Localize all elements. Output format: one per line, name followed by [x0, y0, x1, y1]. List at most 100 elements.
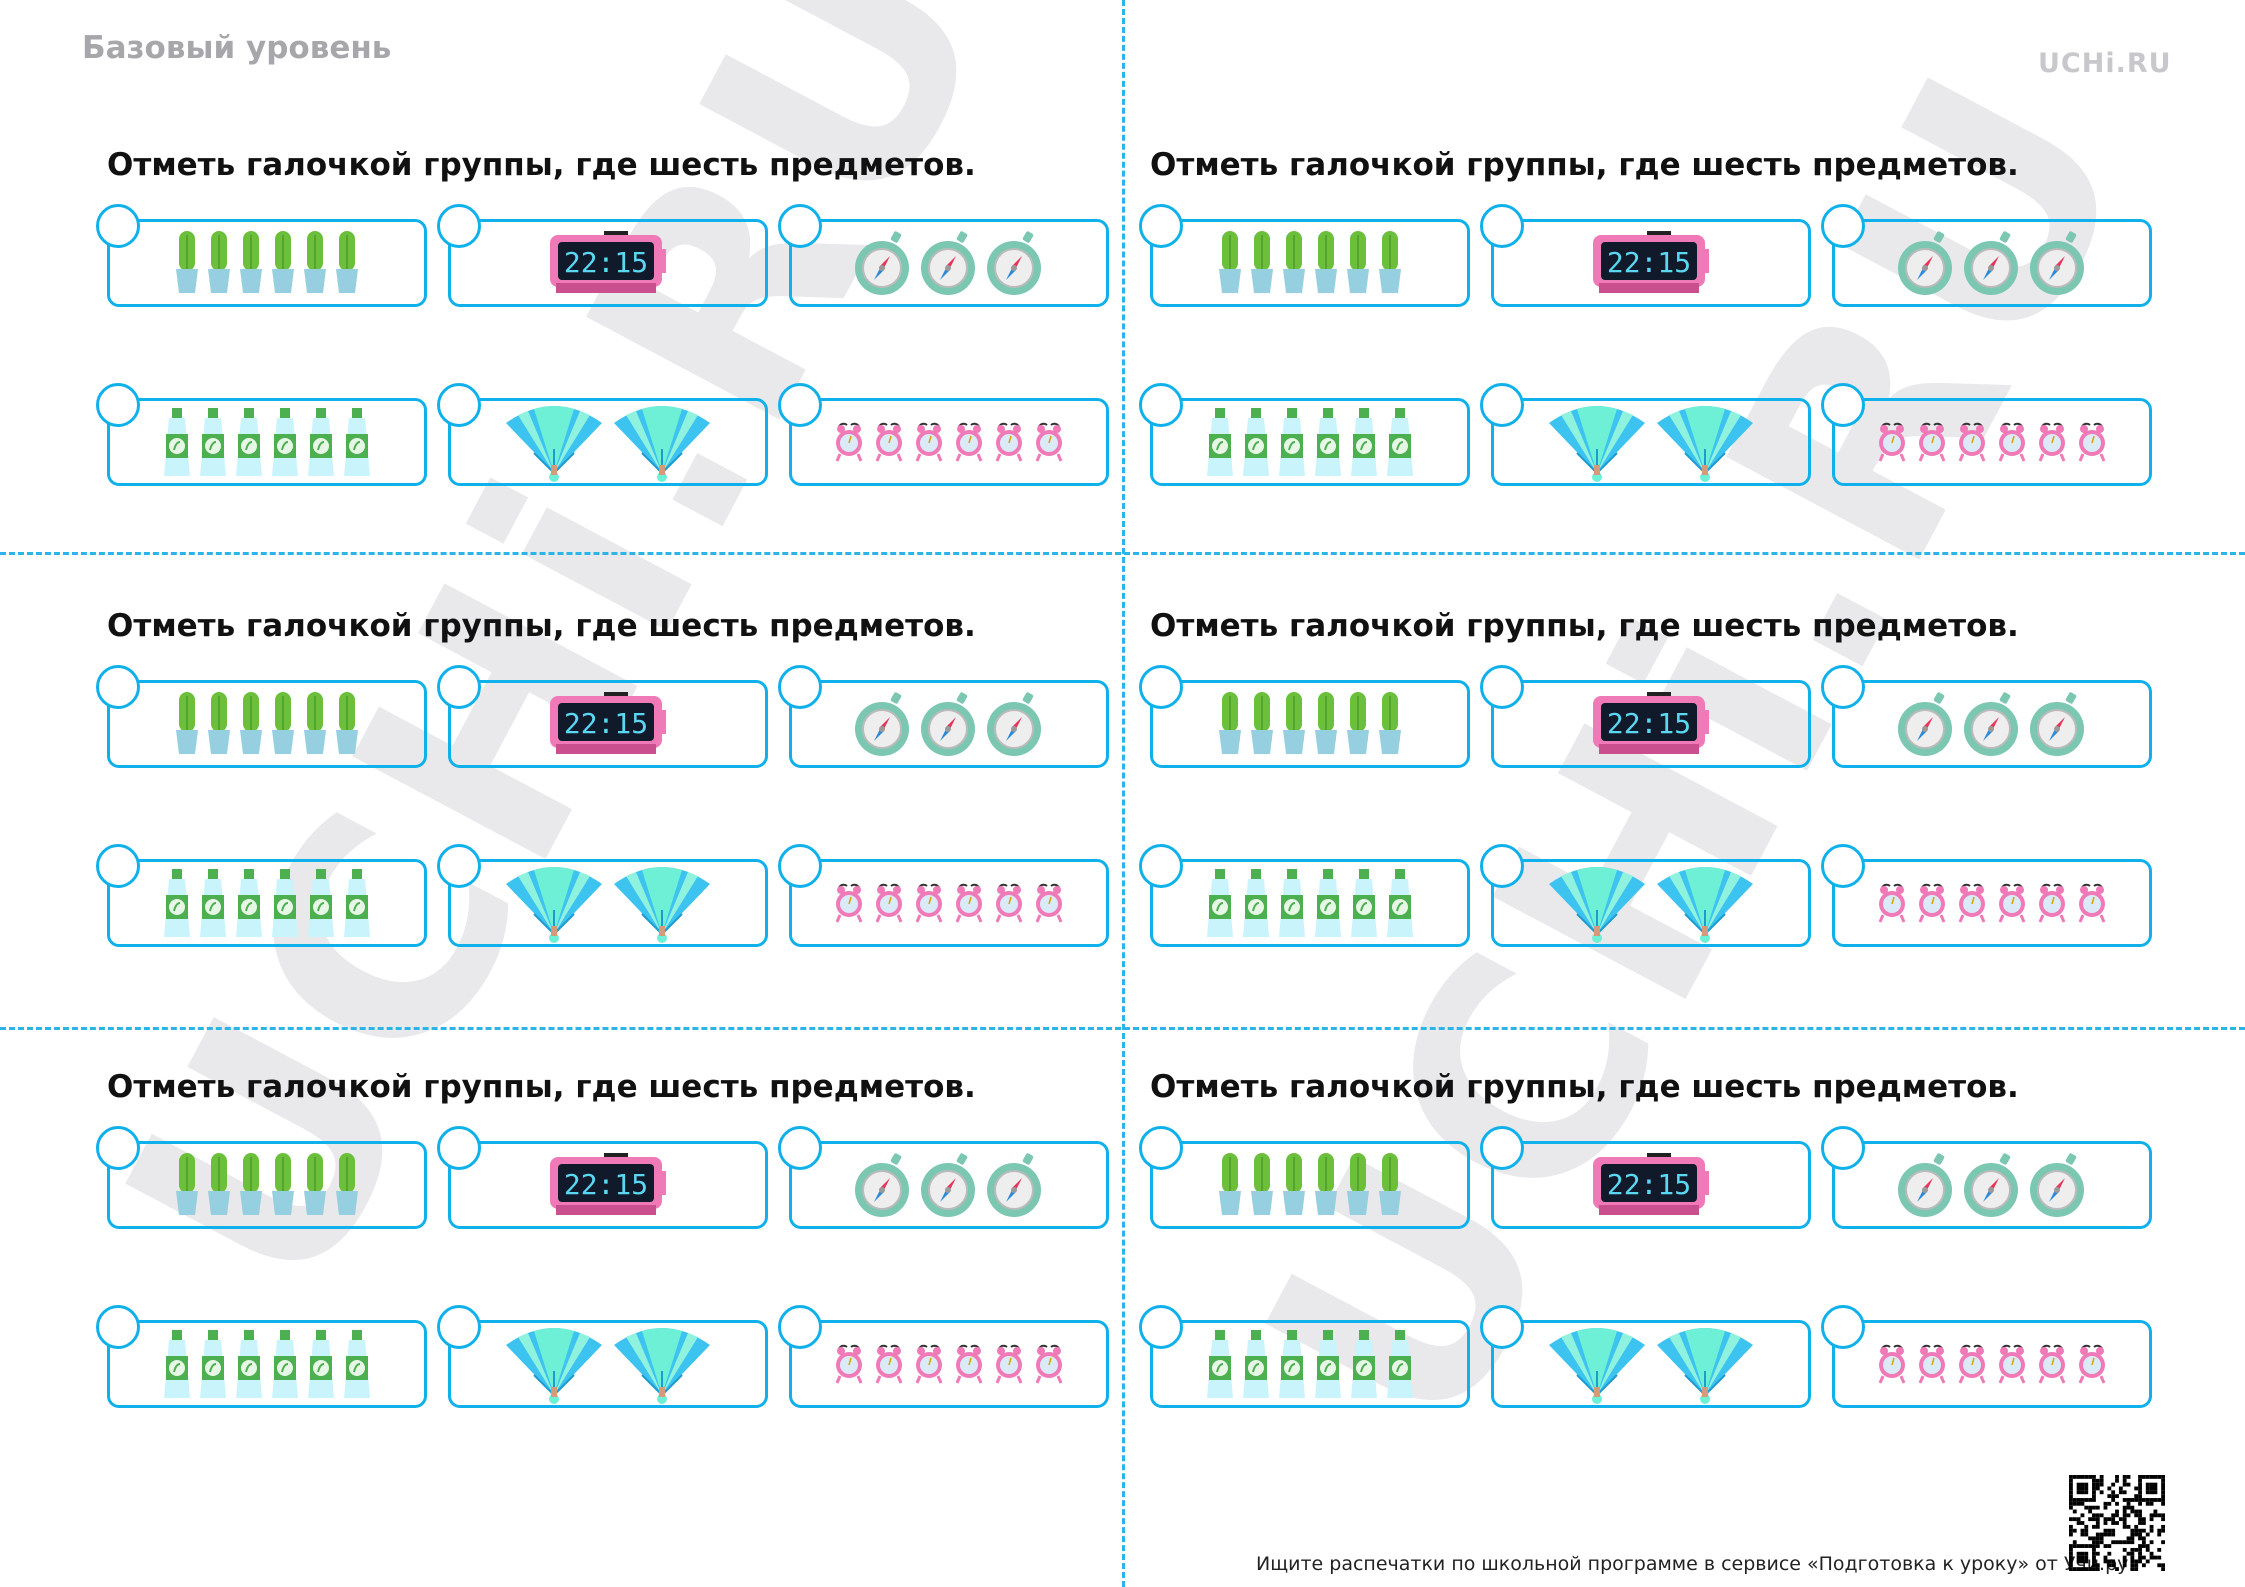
group-cactus — [96, 1126, 427, 1229]
cut-line-horizontal — [0, 1027, 2245, 1030]
cactus-icon — [271, 231, 295, 295]
hand-fan-icon — [504, 401, 604, 483]
tube-icon — [1314, 1330, 1342, 1398]
checkbox-circle[interactable] — [437, 383, 481, 427]
checkbox-circle[interactable] — [1821, 383, 1865, 427]
checkbox-circle[interactable] — [778, 383, 822, 427]
alarm-clock-icon — [953, 1343, 985, 1385]
checkbox-circle[interactable] — [96, 665, 140, 709]
svg-text:22:15: 22:15 — [1607, 707, 1691, 740]
checkbox-circle[interactable] — [1480, 844, 1524, 888]
tube-icon — [1206, 1330, 1234, 1398]
svg-text:22:15: 22:15 — [564, 246, 648, 279]
checkbox-circle[interactable] — [437, 1126, 481, 1170]
tube-icon — [163, 1330, 191, 1398]
checkbox-circle[interactable] — [1139, 844, 1183, 888]
checkbox-circle[interactable] — [1139, 383, 1183, 427]
checkbox-circle[interactable] — [437, 1305, 481, 1349]
tube-icon — [343, 1330, 371, 1398]
cactus-icon — [1250, 692, 1274, 756]
checkbox-circle[interactable] — [778, 1126, 822, 1170]
cactus-icon — [1346, 692, 1370, 756]
alarm-clock-icon — [833, 1343, 865, 1385]
alarm-clock-icon — [833, 421, 865, 463]
cactus-icon — [335, 231, 359, 295]
tube-icon — [1278, 1330, 1306, 1398]
tube-icon — [163, 408, 191, 476]
checkbox-circle[interactable] — [1139, 1305, 1183, 1349]
cactus-icon — [335, 692, 359, 756]
checkbox-circle[interactable] — [96, 844, 140, 888]
alarm-clock-icon — [993, 421, 1025, 463]
uchi-logo: UCHi.RU — [2038, 48, 2172, 79]
group-cactus — [96, 665, 427, 768]
svg-text:22:15: 22:15 — [564, 1168, 648, 1201]
digital-clock-icon: 22:15 — [1589, 692, 1713, 756]
alarm-clock-icon — [1033, 1343, 1065, 1385]
digital-clock-icon: 22:15 — [546, 1153, 670, 1217]
alarm-clock-icon — [873, 1343, 905, 1385]
alarm-clock-icon — [1956, 1343, 1988, 1385]
cactus-icon — [239, 1153, 263, 1217]
cactus-icon — [207, 1153, 231, 1217]
group-compass — [1821, 204, 2152, 307]
tube-icon — [307, 869, 335, 937]
cactus-icon — [1218, 231, 1242, 295]
checkbox-circle[interactable] — [1139, 665, 1183, 709]
checkbox-circle[interactable] — [437, 204, 481, 248]
checkbox-circle[interactable] — [96, 383, 140, 427]
checkbox-circle[interactable] — [96, 1305, 140, 1349]
hand-fan-icon — [612, 1323, 712, 1405]
checkbox-circle[interactable] — [1480, 1126, 1524, 1170]
checkbox-circle[interactable] — [437, 844, 481, 888]
tube-icon — [1206, 408, 1234, 476]
checkbox-circle[interactable] — [1821, 204, 1865, 248]
compass-icon — [2029, 691, 2087, 757]
checkbox-circle[interactable] — [1821, 844, 1865, 888]
cactus-icon — [239, 231, 263, 295]
checkbox-circle[interactable] — [778, 204, 822, 248]
checkbox-circle[interactable] — [778, 665, 822, 709]
group-alarm-clock — [778, 844, 1109, 947]
alarm-clock-icon — [1996, 1343, 2028, 1385]
group-hand-fan — [1480, 1305, 1811, 1408]
task-title: Отметь галочкой группы, где шесть предме… — [1150, 147, 2019, 183]
alarm-clock-icon — [1033, 421, 1065, 463]
compass-icon — [854, 1152, 912, 1218]
checkbox-circle[interactable] — [1480, 665, 1524, 709]
checkbox-circle[interactable] — [1480, 383, 1524, 427]
checkbox-circle[interactable] — [96, 204, 140, 248]
alarm-clock-icon — [1876, 421, 1908, 463]
tube-icon — [235, 1330, 263, 1398]
alarm-clock-icon — [913, 1343, 945, 1385]
digital-clock-icon: 22:15 — [546, 231, 670, 295]
checkbox-circle[interactable] — [778, 1305, 822, 1349]
checkbox-circle[interactable] — [1821, 1126, 1865, 1170]
checkbox-circle[interactable] — [778, 844, 822, 888]
alarm-clock-icon — [1916, 421, 1948, 463]
cactus-icon — [1314, 231, 1338, 295]
checkbox-circle[interactable] — [96, 1126, 140, 1170]
cactus-icon — [207, 231, 231, 295]
checkbox-circle[interactable] — [1139, 1126, 1183, 1170]
cactus-icon — [1378, 231, 1402, 295]
cactus-icon — [175, 231, 199, 295]
checkbox-circle[interactable] — [1821, 665, 1865, 709]
tube-icon — [307, 408, 335, 476]
tube-icon — [1350, 869, 1378, 937]
checkbox-circle[interactable] — [437, 665, 481, 709]
cactus-icon — [175, 692, 199, 756]
tube-icon — [199, 408, 227, 476]
hand-fan-icon — [1547, 862, 1647, 944]
checkbox-circle[interactable] — [1139, 204, 1183, 248]
alarm-clock-icon — [953, 421, 985, 463]
group-hand-fan — [1480, 383, 1811, 486]
tube-icon — [1242, 408, 1270, 476]
checkbox-circle[interactable] — [1480, 204, 1524, 248]
checkbox-circle[interactable] — [1480, 1305, 1524, 1349]
compass-icon — [920, 1152, 978, 1218]
hand-fan-icon — [612, 862, 712, 944]
svg-text:22:15: 22:15 — [564, 707, 648, 740]
checkbox-circle[interactable] — [1821, 1305, 1865, 1349]
tube-icon — [1386, 869, 1414, 937]
